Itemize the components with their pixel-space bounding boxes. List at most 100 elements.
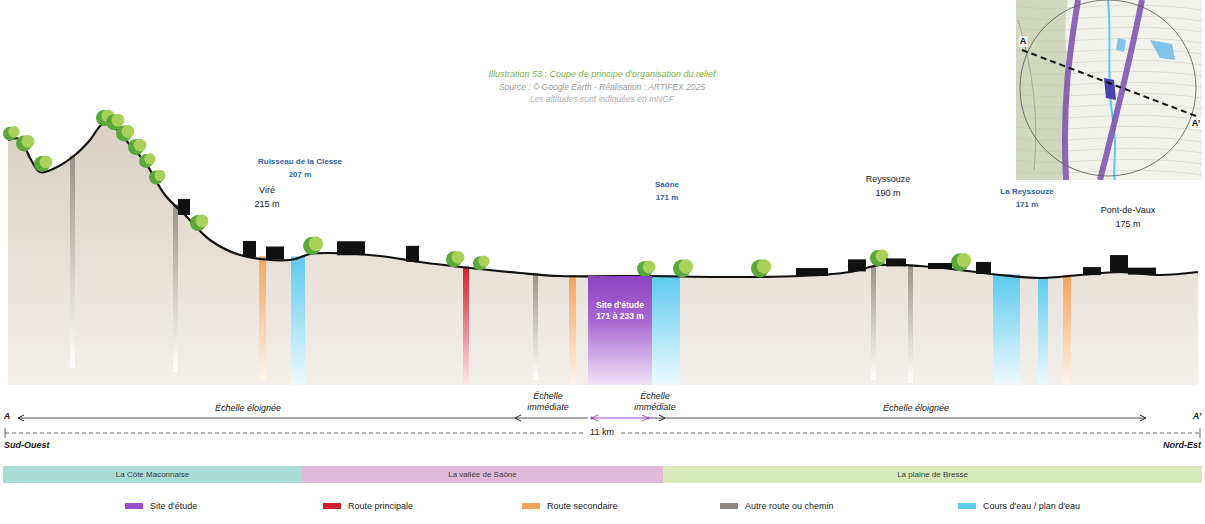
legend-swatch [720, 503, 738, 509]
altitude: 215 m [254, 199, 279, 210]
network-bar [1038, 277, 1048, 385]
tree [149, 170, 166, 185]
legend-item: Site d'étude [125, 499, 197, 513]
river-name: Saône [655, 180, 679, 190]
building [1083, 267, 1101, 275]
river-name: Ruisseau de la Clesse [258, 157, 342, 167]
map-ground [1016, 0, 1202, 180]
legend-item: Route principale [323, 499, 413, 513]
network-bar [259, 256, 266, 380]
network-bar [173, 205, 178, 373]
map-motorway [1100, 0, 1142, 180]
altitude: 171 m [656, 193, 679, 203]
tree [303, 237, 323, 255]
network-bar [650, 275, 680, 385]
tree [128, 139, 146, 155]
building [886, 258, 906, 266]
legend-text: Route secondaire [547, 501, 618, 511]
orientation-label: Nord-Est [1163, 440, 1201, 451]
tree [870, 250, 888, 266]
map-water [1116, 38, 1175, 60]
building [848, 259, 866, 271]
building [928, 263, 952, 269]
building [178, 199, 190, 215]
map-section-end: A [1019, 36, 1028, 47]
scale-line [590, 417, 650, 418]
network-bar [1063, 275, 1071, 385]
map-section-end: A’ [1191, 118, 1202, 129]
altitude-note: Les altitudes sont indiquées en mNGF [530, 94, 674, 104]
legend-text: Route principale [348, 501, 413, 511]
tree [190, 215, 208, 231]
node-text: La Côte Maconnaise [116, 470, 189, 479]
map-contour [1016, 170, 1202, 175]
map-site [1104, 78, 1116, 100]
network-bar [533, 273, 538, 380]
legend-text: Cours d'eau / plan d'eau [983, 501, 1080, 511]
distance-tick [1200, 428, 1201, 438]
river-name: La Reyssouze [1000, 187, 1053, 197]
network-bar [70, 156, 75, 368]
tree [751, 259, 771, 277]
orientation-label: Sud-Ouest [4, 440, 50, 451]
tree [446, 251, 464, 267]
section-end: A [4, 411, 11, 422]
map-hills [1016, 0, 1068, 180]
scale-label: Échelle immédiate [519, 391, 577, 413]
landscape-band: La plaine de Bresse [663, 466, 1202, 483]
network-bar [291, 257, 305, 385]
scale-line [650, 418, 1146, 419]
scale-label: Échelle immédiate [626, 391, 684, 413]
tree [34, 156, 52, 172]
altitude: 190 m [875, 188, 900, 199]
network-bar [569, 275, 576, 385]
tree [473, 256, 490, 271]
tree [637, 261, 655, 277]
legend-swatch [323, 503, 341, 509]
legend-swatch [522, 503, 540, 509]
scale-line [18, 418, 588, 419]
building [337, 241, 365, 255]
building [1110, 255, 1128, 273]
network-bar [993, 274, 1020, 385]
altitude: 171 m [1016, 200, 1039, 210]
distance-tick [5, 428, 6, 438]
network-bar [908, 265, 913, 383]
tree [3, 126, 20, 141]
legend-item: Autre route ou chemin [720, 499, 834, 513]
altitude: 207 m [289, 170, 312, 180]
building [976, 262, 991, 274]
arrow-head [18, 415, 24, 421]
scale-label: Échelle éloignée [883, 403, 949, 414]
map-radius [1020, 0, 1196, 176]
arrow-head [515, 415, 521, 421]
arrow-head [1140, 415, 1146, 421]
map-motorway [1065, 0, 1078, 180]
scale-dot [647, 417, 650, 420]
place-name: Pont-de-Vaux [1101, 205, 1155, 216]
legend-item: Route secondaire [522, 499, 618, 513]
building [406, 246, 419, 262]
arrow-head [659, 415, 665, 421]
landscape-band: La vallée de Saône [302, 466, 663, 483]
map-contour [1016, 126, 1202, 131]
scale-label: Échelle éloignée [215, 403, 281, 414]
place-name: Reyssouze [866, 174, 911, 185]
building [1128, 268, 1156, 275]
legend-swatch [958, 503, 976, 509]
legend-swatch [125, 503, 143, 509]
altitude: 175 m [1115, 219, 1140, 230]
node-text: Site d'étude 171 à 233 m [591, 300, 649, 321]
network-bar [463, 267, 469, 385]
section-end: A’ [1193, 411, 1202, 422]
tree [951, 253, 971, 271]
scale-dot [591, 417, 594, 420]
node-text: La plaine de Bresse [897, 470, 968, 479]
node-text: La vallée de Saône [448, 470, 517, 479]
place-name: Viré [259, 185, 275, 196]
network-bar [871, 266, 876, 380]
tree [673, 259, 693, 277]
map-section-line [1022, 50, 1196, 116]
tree [16, 135, 34, 151]
distance-label: 11 km [586, 427, 618, 438]
